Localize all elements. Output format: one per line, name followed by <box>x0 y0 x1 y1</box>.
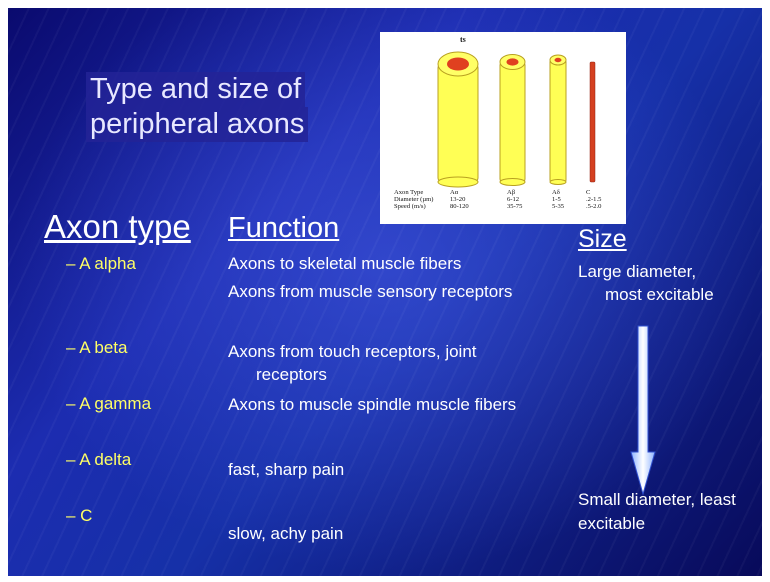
diagram-heading-fragment: ts <box>460 35 466 44</box>
diagram-cell: 5-35 <box>552 203 565 210</box>
axon-type-a-beta: – A beta <box>66 338 128 357</box>
diagram-cell: 6-12 <box>507 196 519 203</box>
slide: Type and size of peripheral axons ts <box>8 8 762 576</box>
axon-a-beta-cylinder <box>499 54 526 186</box>
axon-diagram: ts <box>380 32 626 224</box>
function-a-beta-1: Axons from touch receptors, joint <box>228 342 477 361</box>
diagram-row-label: Diameter (µm) <box>394 196 434 203</box>
diagram-cell: 35-75 <box>507 203 523 210</box>
title-line-1: Type and size of <box>86 72 306 107</box>
down-arrow-icon <box>630 325 656 496</box>
function-a-beta-2: receptors <box>256 365 327 384</box>
function-a-gamma: Axons to muscle spindle muscle fibers <box>228 395 517 414</box>
axon-type-a-delta: – A delta <box>66 450 132 469</box>
diagram-cell: .5-2.0 <box>586 203 602 210</box>
diagram-cell: 80-120 <box>450 203 469 210</box>
diagram-cell: .2-1.5 <box>586 196 602 203</box>
size-small-line-2: excitable <box>578 514 646 533</box>
title-line-2: peripheral axons <box>86 107 309 142</box>
size-large-line-2: most excitable <box>605 285 714 304</box>
header-size: Size <box>578 225 627 253</box>
function-a-alpha-1: Axons to skeletal muscle fibers <box>228 254 462 273</box>
diagram-cell: Aδ <box>552 189 560 196</box>
diagram-cell: 13-20 <box>450 196 466 203</box>
diagram-cell: Aα <box>450 189 459 196</box>
diagram-row-label: Axon Type <box>394 189 423 196</box>
function-c: slow, achy pain <box>228 524 344 543</box>
diagram-row-label: Speed (m/s) <box>394 203 426 210</box>
axon-c-fiber <box>589 61 596 183</box>
axon-a-delta-cylinder <box>549 54 567 185</box>
function-a-delta: fast, sharp pain <box>228 460 345 479</box>
axon-type-a-alpha: – A alpha <box>66 254 136 273</box>
axon-a-alpha-cylinder <box>437 51 479 188</box>
axon-diagram-svg: ts <box>394 35 602 210</box>
diagram-cell: Aβ <box>507 189 516 196</box>
axon-type-a-gamma: – A gamma <box>66 394 152 413</box>
header-function: Function <box>228 212 340 244</box>
size-large-line-1: Large diameter, <box>578 262 697 281</box>
slide-title: Type and size of peripheral axons <box>86 72 309 142</box>
header-axon-type: Axon type <box>44 208 191 245</box>
axon-type-c: – C <box>66 506 93 525</box>
function-a-alpha-2: Axons from muscle sensory receptors <box>228 282 513 301</box>
size-small-line-1: Small diameter, least <box>578 490 736 509</box>
diagram-cell: 1-5 <box>552 196 561 203</box>
diagram-cell: C <box>586 189 591 196</box>
